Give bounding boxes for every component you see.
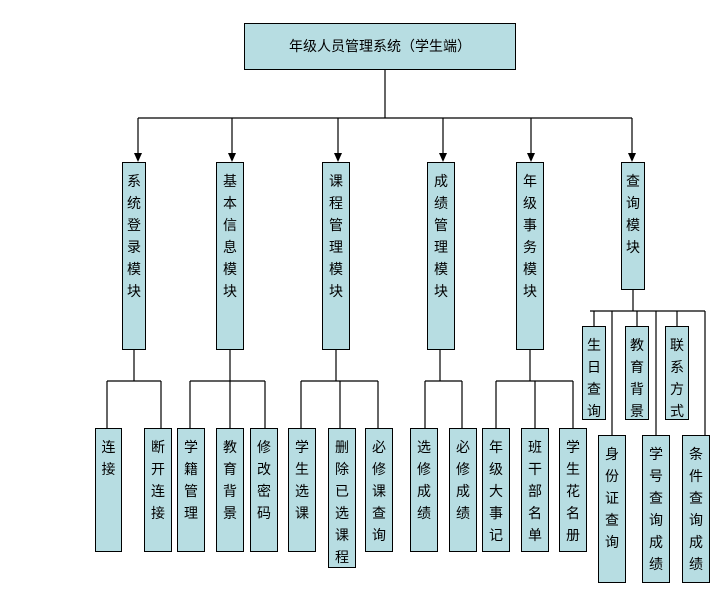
node-label: 课程管理模块: [328, 174, 343, 300]
node-label: 年级人员管理系统（学生端）: [289, 39, 471, 55]
node-label: 身份证查询: [604, 447, 619, 551]
arrowhead-icon: [334, 153, 342, 162]
node-m1: 系统登录模块: [122, 162, 146, 350]
node-m6c1: 生日查询: [582, 326, 606, 420]
node-m2: 基本信息模块: [216, 162, 244, 350]
node-label: 学生花名册: [565, 440, 580, 544]
node-m3: 课程管理模块: [322, 162, 350, 350]
arrowhead-icon: [134, 153, 142, 162]
node-m4: 成绩管理模块: [427, 162, 455, 350]
node-root: 年级人员管理系统（学生端）: [244, 23, 516, 70]
node-m6c4: 身份证查询: [598, 435, 626, 583]
node-label: 条件查询成绩: [688, 447, 703, 573]
node-label: 基本信息模块: [222, 174, 237, 300]
node-m6c6: 条件查询成绩: [682, 435, 710, 583]
node-label: 班干部名单: [527, 440, 542, 544]
arrowhead-icon: [527, 153, 535, 162]
node-m2c3: 修改密码: [250, 428, 278, 552]
node-m6c2: 教育背景: [625, 326, 649, 420]
node-m5: 年级事务模块: [516, 162, 544, 350]
node-label: 生日查询: [586, 338, 601, 420]
node-label: 连接: [101, 440, 116, 478]
node-m5c3: 学生花名册: [559, 428, 587, 552]
node-label: 断开连接: [150, 440, 165, 522]
node-m3c3: 必修课查询: [365, 428, 393, 552]
node-label: 学生选课: [294, 440, 309, 522]
node-label: 教育背景: [222, 440, 237, 522]
node-m5c2: 班干部名单: [521, 428, 549, 552]
node-label: 必修成绩: [455, 440, 470, 522]
node-label: 成绩管理模块: [433, 174, 448, 300]
node-m3c2: 删除已选课程: [328, 428, 356, 568]
node-label: 修改密码: [256, 440, 271, 522]
node-m6c5: 学号查询成绩: [642, 435, 670, 583]
node-m6c3: 联系方式: [665, 326, 689, 420]
arrowhead-icon: [628, 153, 636, 162]
node-m4c2: 必修成绩: [449, 428, 477, 552]
node-m2c2: 教育背景: [216, 428, 244, 552]
arrowhead-icon: [439, 153, 447, 162]
node-m3c1: 学生选课: [288, 428, 316, 552]
node-label: 系统登录模块: [126, 174, 141, 300]
node-label: 年级事务模块: [522, 174, 537, 300]
arrowhead-icon: [228, 153, 236, 162]
node-label: 年级大事记: [488, 440, 503, 544]
node-m1c1: 连接: [95, 428, 122, 552]
node-label: 学籍管理: [183, 440, 198, 522]
node-label: 查询模块: [625, 174, 640, 256]
node-label: 学号查询成绩: [648, 447, 663, 573]
node-m2c1: 学籍管理: [177, 428, 205, 552]
node-label: 必修课查询: [371, 440, 386, 544]
node-m4c1: 选修成绩: [410, 428, 438, 552]
node-m5c1: 年级大事记: [482, 428, 510, 552]
node-m1c2: 断开连接: [144, 428, 172, 552]
node-label: 删除已选课程: [334, 440, 349, 566]
node-m6: 查询模块: [621, 162, 645, 290]
node-label: 选修成绩: [416, 440, 431, 522]
node-label: 教育背景: [629, 338, 644, 420]
node-label: 联系方式: [669, 338, 684, 420]
